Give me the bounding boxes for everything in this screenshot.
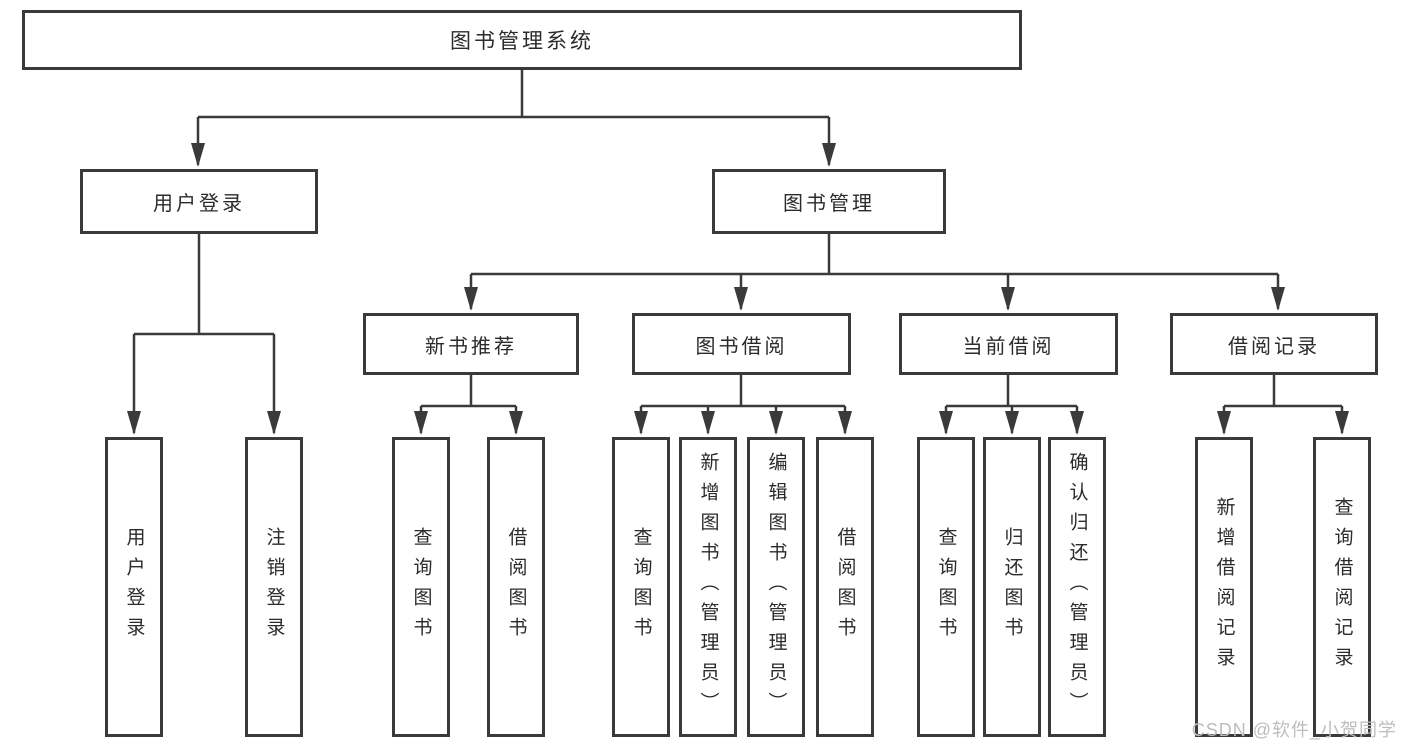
leaf-borrow-books-newbook: 借阅图书 (487, 437, 545, 737)
node-current-borrowing: 当前借阅 (899, 313, 1118, 375)
leaf-return-books: 归还图书 (983, 437, 1041, 737)
leaf-add-borrow-record: 新增借阅记录 (1195, 437, 1253, 737)
leaf-edit-book-admin-label: 编辑图书（管理员） (765, 452, 787, 722)
leaf-borrow-books-newbook-label: 借阅图书 (505, 527, 527, 647)
node-new-book-recommend: 新书推荐 (363, 313, 579, 375)
leaf-query-borrow-record: 查询借阅记录 (1313, 437, 1371, 737)
node-library-management-system: 图书管理系统 (22, 10, 1022, 70)
csdn-watermark: CSDN @软件_小贺同学 (1191, 720, 1397, 740)
leaf-add-book-admin-label: 新增图书（管理员） (697, 452, 719, 722)
leaf-query-borrow-record-label: 查询借阅记录 (1331, 497, 1353, 677)
leaf-query-books-newbook: 查询图书 (392, 437, 450, 737)
leaf-query-books-current-label: 查询图书 (935, 527, 957, 647)
leaf-logout: 注销登录 (245, 437, 303, 737)
node-book-borrowing: 图书借阅 (632, 313, 851, 375)
leaf-user-login: 用户登录 (105, 437, 163, 737)
leaf-add-borrow-record-label: 新增借阅记录 (1213, 497, 1235, 677)
leaf-query-books-borrow-label: 查询图书 (630, 527, 652, 647)
leaf-query-books-borrow: 查询图书 (612, 437, 670, 737)
leaf-return-books-label: 归还图书 (1001, 527, 1023, 647)
node-book-management: 图书管理 (712, 169, 946, 234)
leaf-query-books-newbook-label: 查询图书 (410, 527, 432, 647)
leaf-add-book-admin: 新增图书（管理员） (679, 437, 737, 737)
leaf-confirm-return-admin-label: 确认归还（管理员） (1066, 452, 1088, 722)
leaf-borrow-books-borrow: 借阅图书 (816, 437, 874, 737)
leaf-borrow-books-borrow-label: 借阅图书 (834, 527, 856, 647)
leaf-logout-label: 注销登录 (263, 527, 285, 647)
leaf-confirm-return-admin: 确认归还（管理员） (1048, 437, 1106, 737)
node-user-login: 用户登录 (80, 169, 318, 234)
node-borrowing-records: 借阅记录 (1170, 313, 1378, 375)
leaf-query-books-current: 查询图书 (917, 437, 975, 737)
leaf-edit-book-admin: 编辑图书（管理员） (747, 437, 805, 737)
leaf-user-login-label: 用户登录 (123, 527, 145, 647)
